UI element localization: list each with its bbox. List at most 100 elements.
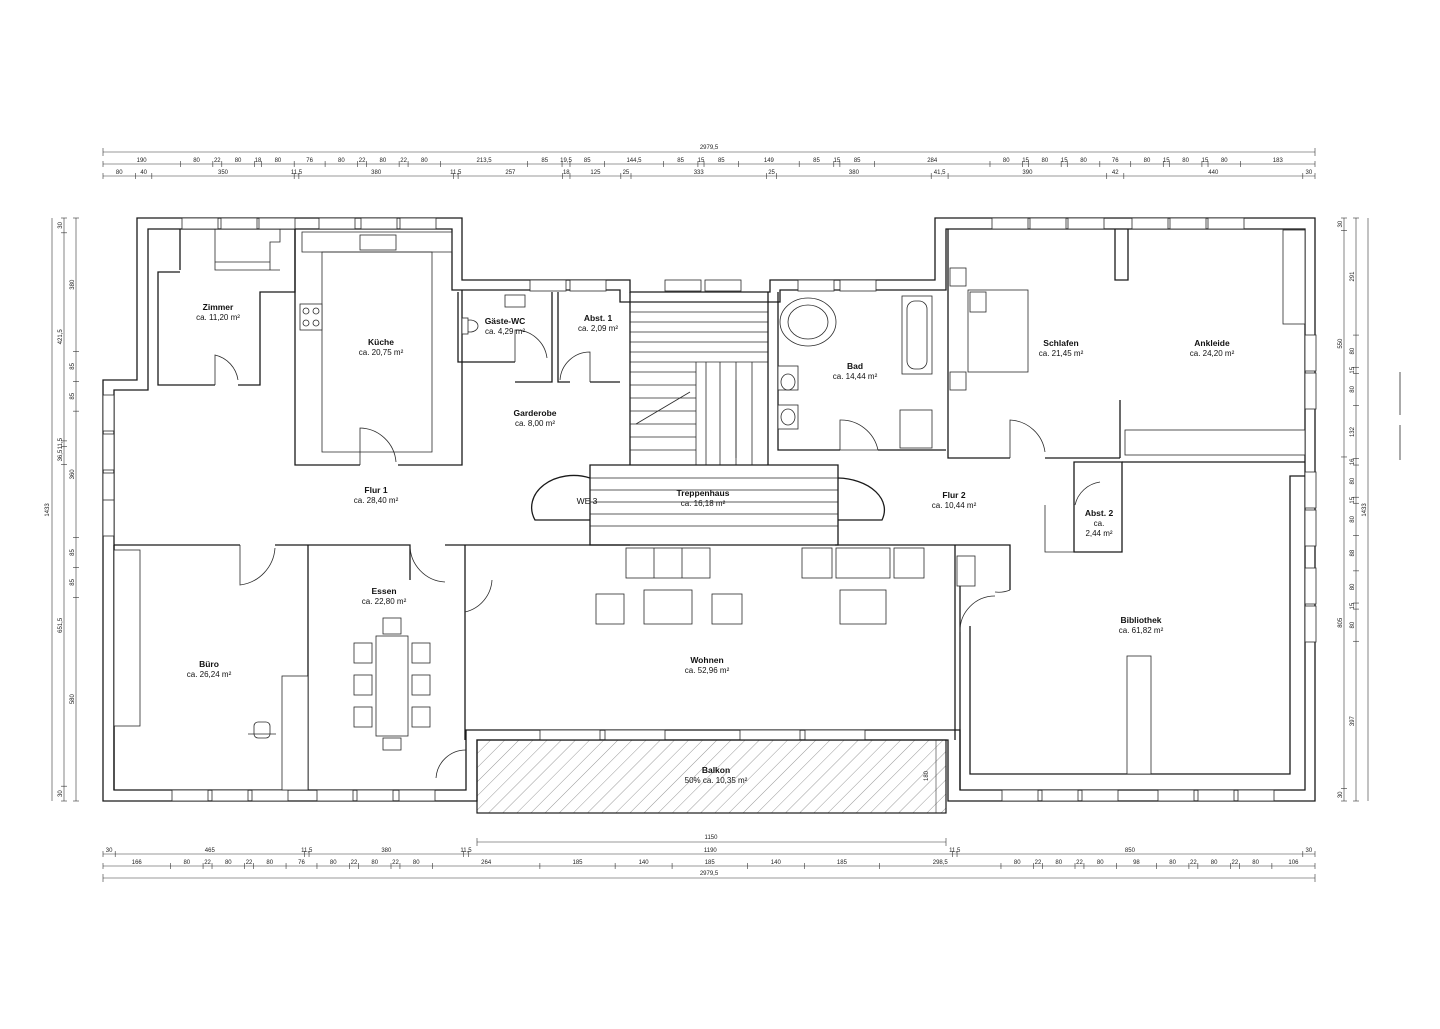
dimension-label: 132 [1350, 426, 1356, 437]
dimension-label: 80 [1182, 158, 1189, 164]
dimension-label: 22 [246, 860, 253, 866]
dining-table [353, 617, 431, 751]
dimension-label: 213,5 [477, 158, 493, 164]
dimension-label: 30 [58, 790, 64, 797]
dimension-label: 80 [1097, 860, 1104, 866]
dimension-label: 11,5 [58, 437, 64, 449]
dimension-label: 80 [421, 158, 428, 164]
room-area-essen: ca. 22,80 m² [362, 597, 407, 606]
dimension-label: 30 [1338, 220, 1344, 227]
dimension-label: 36,5 [58, 449, 64, 461]
balkon-depth-dim: 180 [924, 770, 930, 781]
dimension-label: 80 [1350, 385, 1356, 392]
room-area-kueche: ca. 20,75 m² [359, 348, 404, 357]
dimension-label: 80 [1350, 583, 1356, 590]
dimension-label: 166 [132, 860, 143, 866]
dimension-label: 257 [505, 170, 516, 176]
dimension-label: 15 [1061, 158, 1068, 164]
balkon-area [476, 739, 947, 814]
dimension-label: 22 [1232, 860, 1239, 866]
dimension-label: 85 [70, 392, 76, 399]
room-name-kueche: Küche [368, 337, 394, 347]
dimension-label: 41,5 [934, 170, 946, 176]
room-name-flur1: Flur 1 [364, 485, 387, 495]
room-area-schlafen: ca. 21,45 m² [1039, 349, 1084, 358]
dimension-label: 88 [1350, 549, 1356, 556]
dimension-label: 80 [1144, 158, 1151, 164]
dimension-label: 76 [1112, 158, 1119, 164]
dimension-label: 30 [1306, 848, 1313, 854]
dimension-label: 80 [1252, 860, 1259, 866]
dimension-label: 85 [718, 158, 725, 164]
dimension-label: 380 [381, 848, 392, 854]
dimension-label: 18 [255, 158, 262, 164]
dimension-label: 40 [140, 170, 147, 176]
dimension-label: 380 [849, 170, 860, 176]
dimension-label: 397 [1350, 715, 1356, 726]
dimension-label: 15 [1350, 602, 1356, 609]
dimension-label: 550 [1338, 338, 1344, 349]
living-furniture [595, 547, 925, 625]
dimension-label: 185 [573, 860, 584, 866]
dimension-label: 333 [694, 170, 705, 176]
dimension-label: 15 [1202, 158, 1209, 164]
dimension-label: 80 [338, 158, 345, 164]
dimension-label: 15 [1350, 366, 1356, 373]
dimension-label: 80 [1350, 347, 1356, 354]
dimension-label: 390 [1022, 170, 1033, 176]
room-area-abst2: ca. [1094, 519, 1105, 528]
dimension-label: 22 [359, 158, 366, 164]
dimension-label: 15 [698, 158, 705, 164]
left-total-dim: 1433 [45, 503, 51, 517]
dimension-label: 11,5 [460, 848, 472, 854]
dimension-label: 350 [218, 170, 229, 176]
room-name-buero: Büro [199, 659, 219, 669]
dimension-label: 30 [58, 221, 64, 228]
dimension-label: 22 [1076, 860, 1083, 866]
doors [214, 329, 1101, 779]
dimension-label: 80 [116, 170, 123, 176]
room-area-balkon: 50% ca. 10,35 m² [685, 776, 748, 785]
dimension-label: 80 [1003, 158, 1010, 164]
room-area-wohnen: ca. 52,96 m² [685, 666, 730, 675]
dimension-label: 80 [225, 860, 232, 866]
dimension-label: 15 [1350, 496, 1356, 503]
dimension-label: 15 [833, 158, 840, 164]
room-name-flur2: Flur 2 [942, 490, 965, 500]
room-name-abst2: Abst. 2 [1085, 508, 1114, 518]
dimension-label: 80 [1221, 158, 1228, 164]
dimension-label: 85 [70, 578, 76, 585]
room-name-wohnen: Wohnen [690, 655, 723, 665]
dimension-label: 140 [771, 860, 782, 866]
dimension-label: 80 [183, 860, 190, 866]
dimension-label: 805 [1338, 617, 1344, 628]
dimension-label: 465 [205, 848, 216, 854]
dimension-label: 1190 [704, 848, 718, 854]
dimension-label: 80 [371, 860, 378, 866]
room-area-gaeste-wc: ca. 4,29 m² [485, 327, 525, 336]
dimension-label: 125 [590, 170, 601, 176]
dimension-label: 360 [70, 469, 76, 480]
room-name-essen: Essen [371, 586, 396, 596]
dimension-label: 22 [214, 158, 221, 164]
dimension-label: 16 [1350, 458, 1356, 465]
dimension-label: 580 [70, 693, 76, 704]
dimension-label: 22 [204, 860, 211, 866]
dimension-label: 22 [392, 860, 399, 866]
room-name-treppenhaus: Treppenhaus [677, 488, 730, 498]
room-area-treppenhaus: ca. 16,18 m² [681, 499, 726, 508]
dimension-label: 22 [400, 158, 407, 164]
dimension-label: 264 [481, 860, 492, 866]
dimension-label: 85 [813, 158, 820, 164]
windows [102, 217, 1317, 802]
dimension-label: 80 [1350, 477, 1356, 484]
dimension-label: 380 [70, 279, 76, 290]
dimension-label: 80 [1014, 860, 1021, 866]
